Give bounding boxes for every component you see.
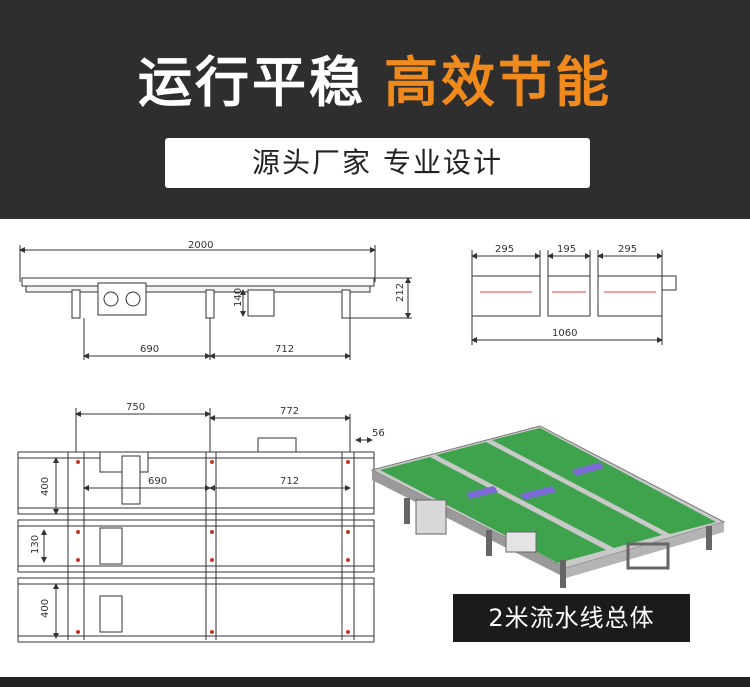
- headline: 运行平稳高效节能: [0, 38, 750, 117]
- headline-white: 运行平稳: [138, 51, 366, 114]
- caption-label: 2米流水线总体: [453, 594, 690, 642]
- dim-side-height: 212: [395, 283, 406, 302]
- subtitle-box: 源头厂家 专业设计: [165, 138, 590, 188]
- side-view: [19, 245, 412, 360]
- headline-orange: 高效节能: [384, 51, 612, 114]
- top-view: [17, 408, 375, 643]
- technical-drawing: 2000 690 712 212 140 295 195 295 1060: [17, 240, 726, 643]
- dim-side-690: 690: [140, 344, 159, 355]
- dim-motor-height: 140: [233, 288, 244, 307]
- dim-top-772: 772: [280, 406, 299, 417]
- dim-side-length: 2000: [188, 240, 213, 251]
- dim-end-left: 295: [495, 244, 514, 255]
- dim-end-right: 295: [618, 244, 637, 255]
- dim-top-690: 690: [148, 476, 167, 487]
- dim-top-400b: 400: [40, 599, 51, 618]
- dim-top-750: 750: [126, 402, 145, 413]
- top-view-bolts: [76, 460, 350, 634]
- dim-side-712: 712: [275, 344, 294, 355]
- dim-top-712: 712: [280, 476, 299, 487]
- header-banner: 运行平稳高效节能 源头厂家 专业设计: [0, 0, 750, 219]
- dim-top-130: 130: [30, 535, 41, 554]
- dim-end-total: 1060: [552, 328, 577, 339]
- dim-top-400a: 400: [40, 477, 51, 496]
- conveyor-render: [370, 425, 726, 588]
- dim-top-56: 56: [372, 428, 385, 439]
- dim-end-mid: 195: [557, 244, 576, 255]
- footer-bar: [0, 677, 750, 687]
- end-view: [471, 250, 677, 345]
